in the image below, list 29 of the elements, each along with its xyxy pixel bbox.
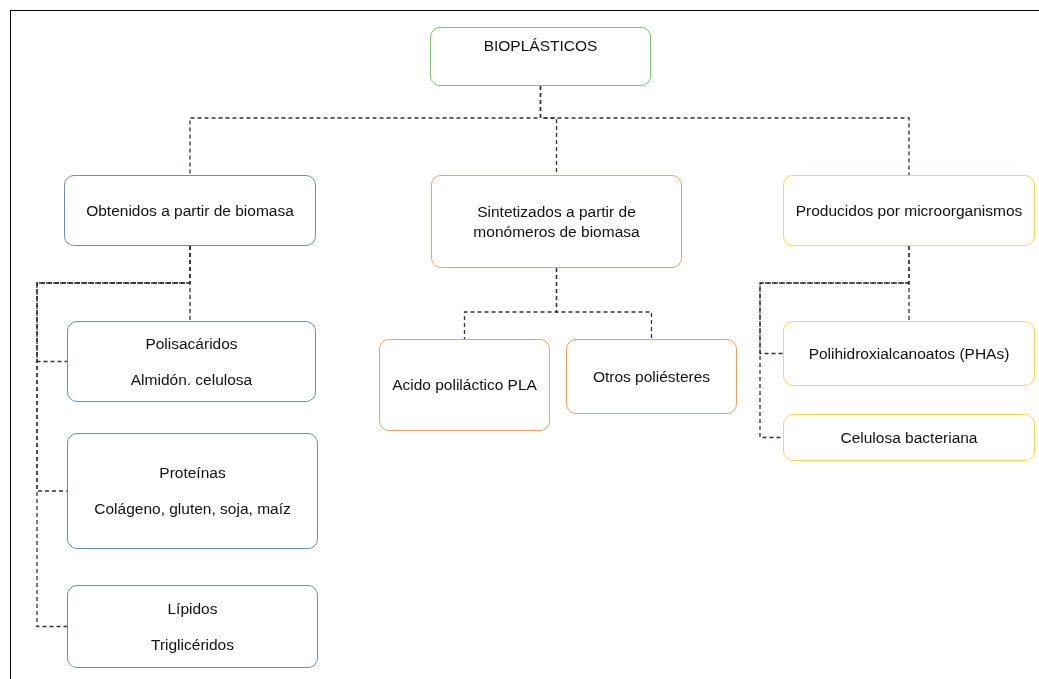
box-title: Acido poliláctico PLA (392, 375, 537, 395)
type-box (67, 433, 318, 549)
box-title: Polihidroxialcanoatos (PHAs) (808, 343, 1010, 364)
box-title: BIOPLÁSTICOS (483, 36, 598, 56)
type-box (379, 339, 550, 431)
dashed-connector (36, 245, 191, 628)
box-title: Sintetizados a partir de monómeros de biomasa (472, 201, 641, 242)
dashed-connector (539, 85, 910, 176)
box-text: Triglicéridos (151, 634, 234, 655)
box-title: Proteínas (159, 463, 226, 483)
box-title: Otros poliésteres (592, 366, 711, 387)
box-title: Lípidos (167, 598, 218, 619)
type-box (783, 414, 1035, 461)
type-box (67, 321, 316, 402)
box-text: Colágeno, gluten, soja, maíz (94, 499, 291, 519)
box-text: Almidón. celulosa (130, 369, 253, 390)
box-title: Producidos por microorganismos (795, 200, 1023, 221)
category-box (64, 175, 316, 246)
box-title: Obtenidos a partir de biomasa (86, 200, 294, 221)
category-box (431, 175, 682, 268)
root-box (430, 27, 651, 86)
dashed-connector (555, 267, 653, 340)
type-box (566, 339, 737, 414)
box-title: Celulosa bacteriana (840, 427, 978, 448)
type-box (783, 321, 1035, 386)
dashed-connector (759, 245, 910, 439)
box-title: Polisacáridos (145, 333, 238, 354)
category-box (783, 175, 1035, 246)
type-box (67, 585, 318, 668)
